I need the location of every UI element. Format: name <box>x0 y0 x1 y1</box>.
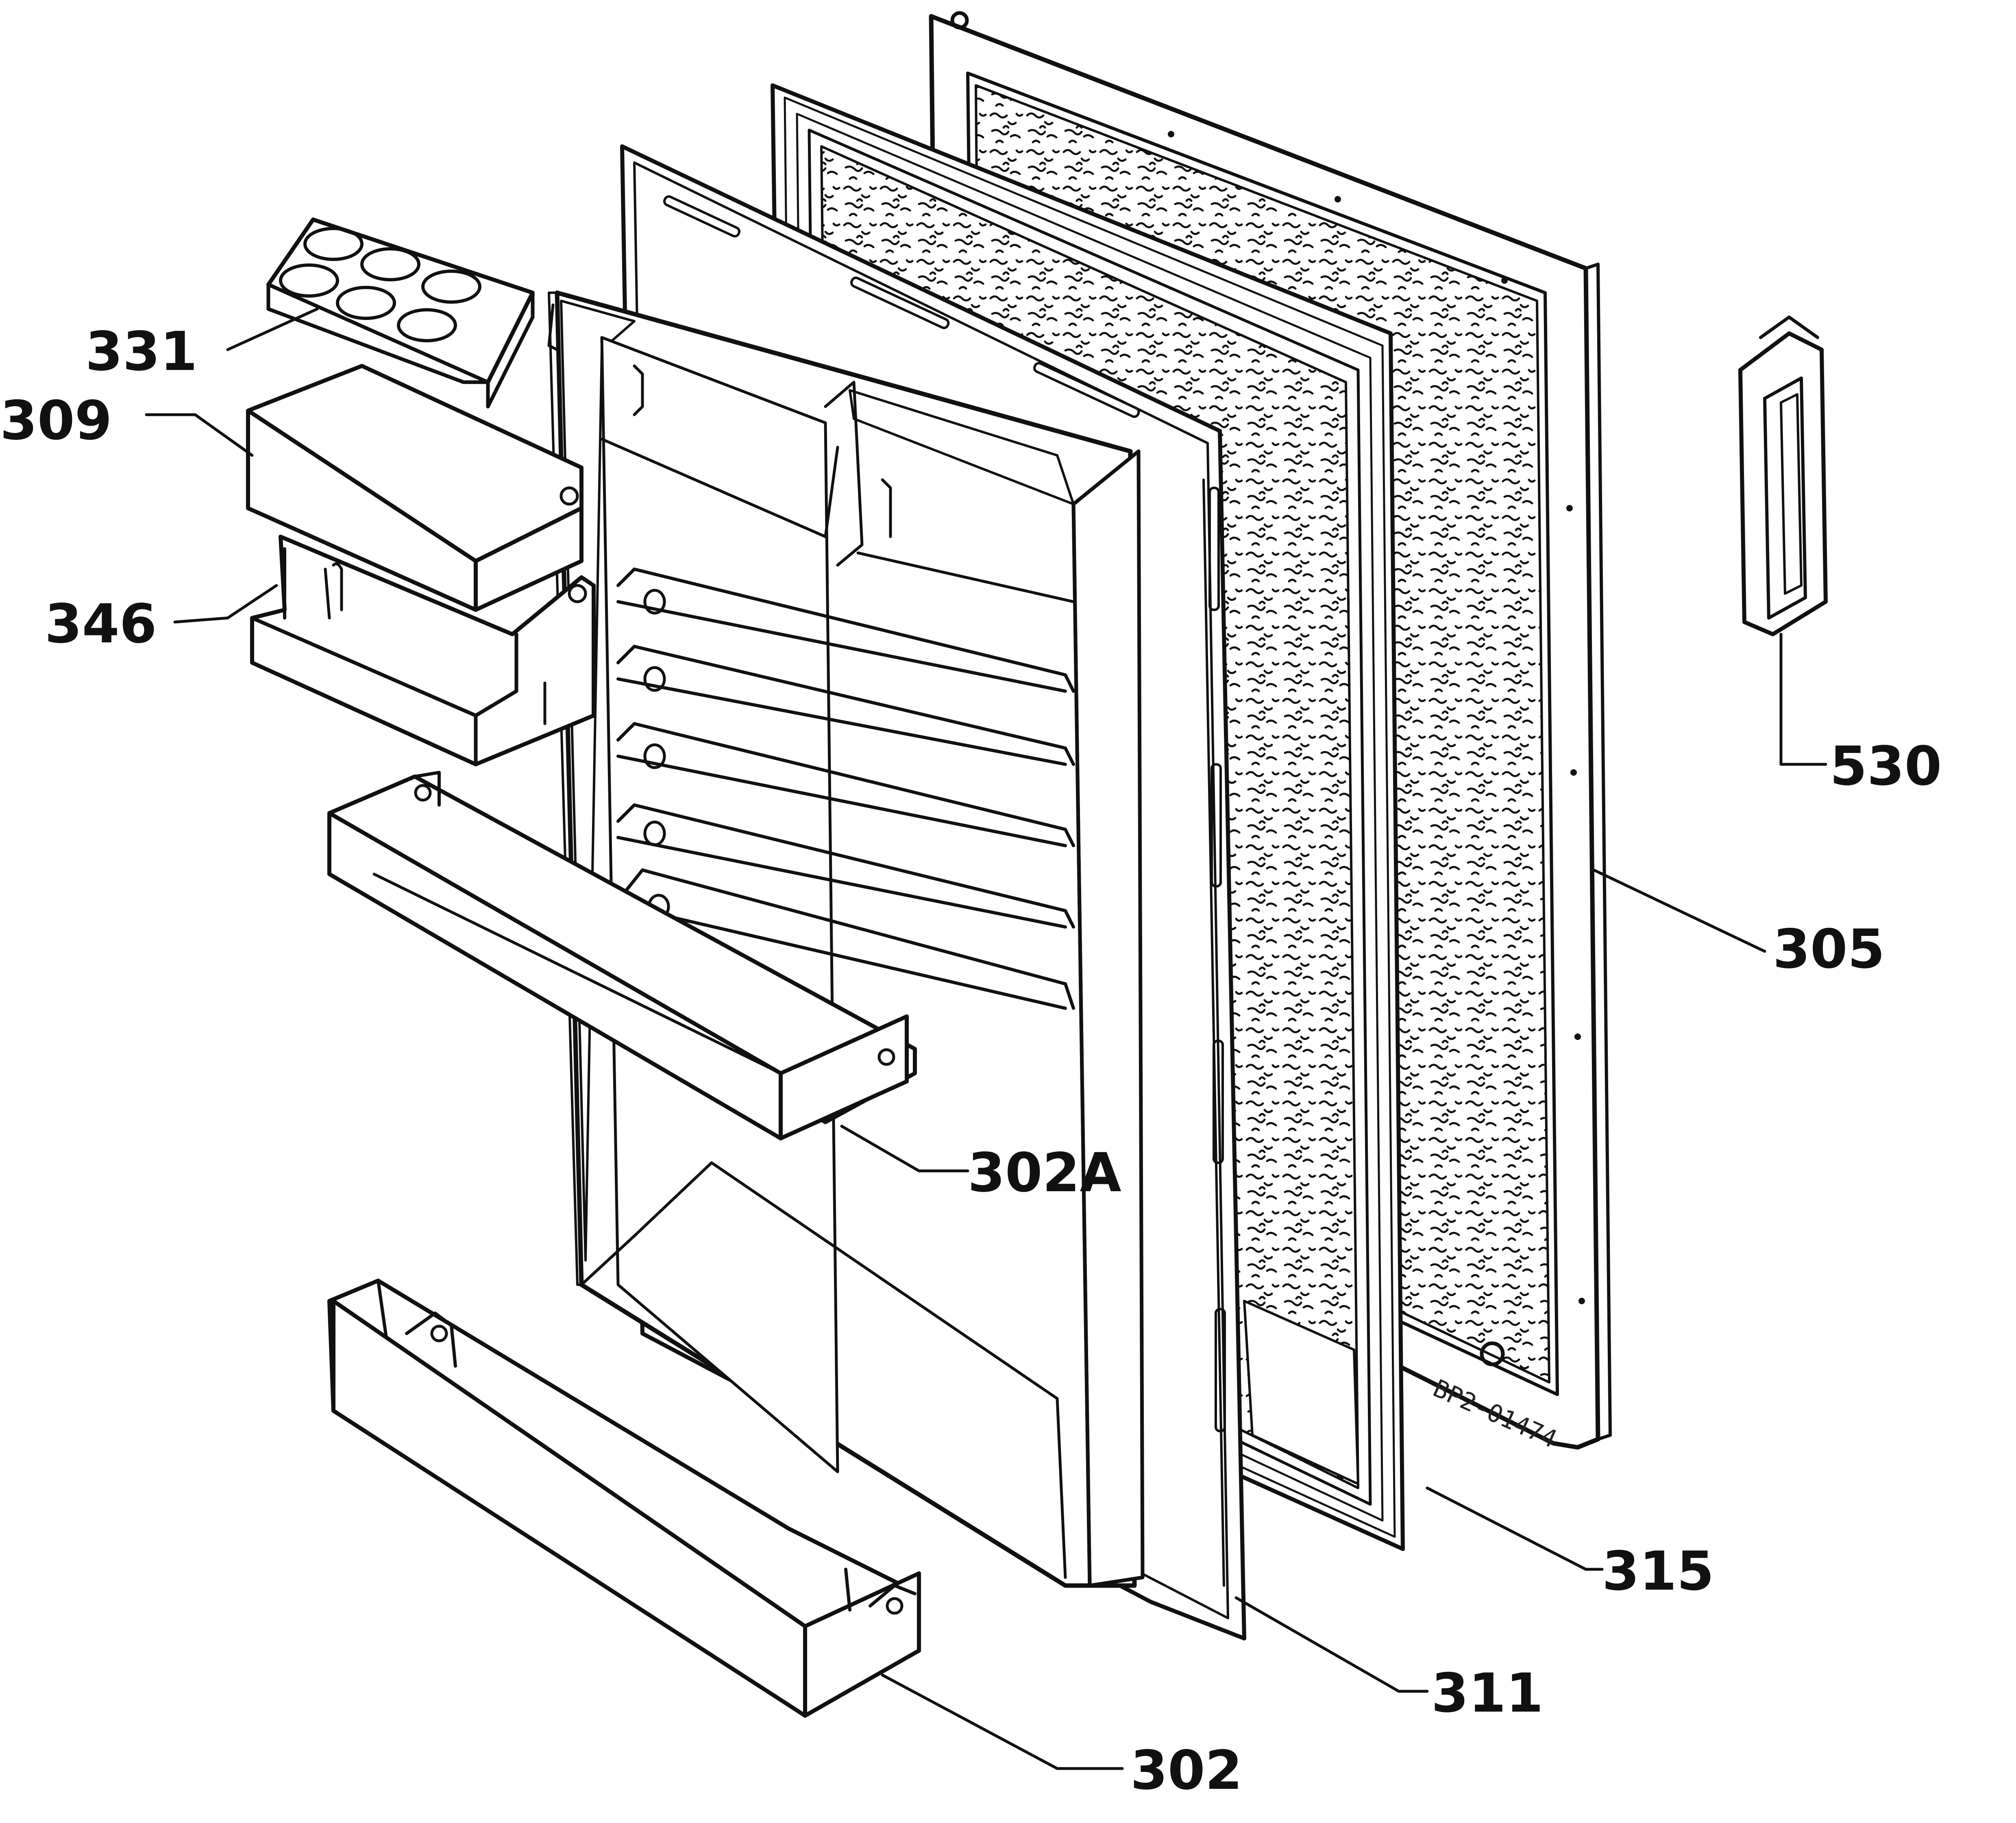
callout-311: 311 <box>1431 1662 1544 1725</box>
callout-302: 302 <box>1130 1739 1243 1802</box>
inner-door-liner <box>547 290 1145 1588</box>
callout-305: 305 <box>1773 918 1885 981</box>
callout-530: 530 <box>1830 735 1942 798</box>
callout-309: 309 <box>0 389 112 452</box>
callout-302A: 302A <box>968 1142 1121 1204</box>
door-shelf <box>327 771 917 1140</box>
butter-base <box>250 535 596 766</box>
callout-315: 315 <box>1602 1540 1714 1603</box>
leader-lines <box>145 307 1827 1770</box>
callout-346: 346 <box>45 593 157 655</box>
door-handle <box>1738 315 1828 636</box>
callout-331: 331 <box>85 320 198 383</box>
egg-tray <box>266 218 535 409</box>
butter-lid <box>246 364 583 612</box>
bottle-shelf <box>327 1279 921 1718</box>
